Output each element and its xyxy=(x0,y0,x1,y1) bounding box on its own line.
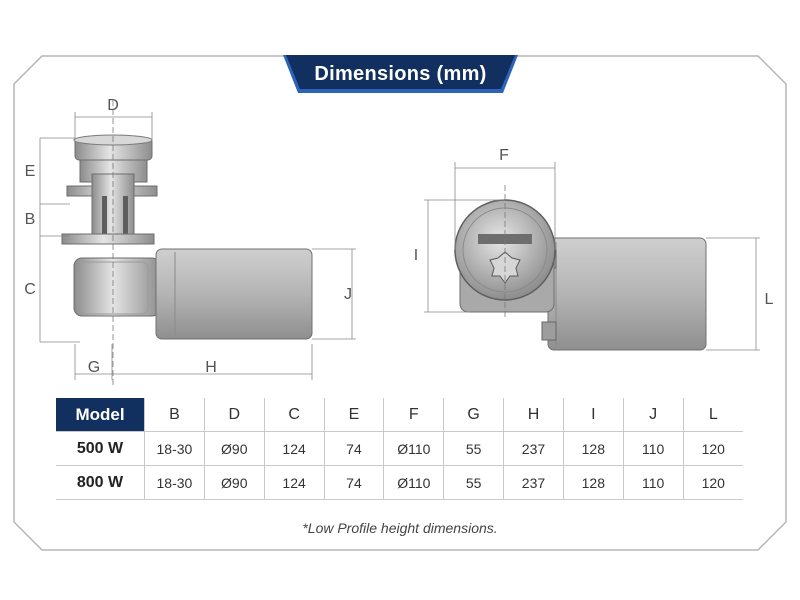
table-cell: 55 xyxy=(443,431,504,466)
table-cell: 18-30 xyxy=(144,465,205,500)
table-cell: 128 xyxy=(562,465,624,500)
table-cell: 74 xyxy=(323,465,384,500)
dimension-label-i: I xyxy=(413,247,419,264)
dimension-label-j: J xyxy=(344,286,352,303)
header-l: L xyxy=(682,398,743,432)
header-b: B xyxy=(144,398,205,432)
table-cell: Ø110 xyxy=(383,431,444,466)
header-h: H xyxy=(503,398,564,432)
table-cell: 55 xyxy=(443,465,504,500)
header-e: E xyxy=(323,398,384,432)
dimension-label-f: F xyxy=(499,147,509,164)
dimension-label-l: L xyxy=(764,291,774,308)
table-cell: Ø90 xyxy=(203,431,265,466)
header-c: C xyxy=(263,398,325,432)
footnote: *Low Profile height dimensions. xyxy=(302,520,498,536)
header-i: I xyxy=(562,398,624,432)
table-cell: 110 xyxy=(622,465,684,500)
table-cell: 124 xyxy=(263,431,325,466)
dimension-label-e: E xyxy=(24,163,36,180)
title-banner xyxy=(283,55,518,93)
dimension-label-h: H xyxy=(205,359,217,376)
table-cell: 110 xyxy=(622,431,684,466)
table-cell: Ø110 xyxy=(383,465,444,500)
row-model: 500 W xyxy=(56,431,145,466)
table-cell: 128 xyxy=(562,431,624,466)
header-model: Model xyxy=(56,398,145,432)
table-cell: 124 xyxy=(263,465,325,500)
table-cell: 74 xyxy=(323,431,384,466)
row-model: 800 W xyxy=(56,465,145,500)
header-g: G xyxy=(443,398,504,432)
dimension-label-g: G xyxy=(87,359,101,376)
table-cell: 18-30 xyxy=(144,431,205,466)
dimension-label-c: C xyxy=(24,281,36,298)
table-cell: 237 xyxy=(503,431,564,466)
table-cell: 120 xyxy=(682,465,743,500)
table-header-row: Model B D C E F G H I J L xyxy=(56,398,743,432)
table-row: 800 W 18-30 Ø90 124 74 Ø110 55 237 128 1… xyxy=(56,465,743,500)
header-j: J xyxy=(622,398,684,432)
dimension-label-d: D xyxy=(107,97,119,114)
header-f: F xyxy=(383,398,444,432)
table-row: 500 W 18-30 Ø90 124 74 Ø110 55 237 128 1… xyxy=(56,431,743,466)
dimensions-table: Model B D C E F G H I J L 500 W 18-30 Ø9… xyxy=(56,398,743,500)
table-cell: 237 xyxy=(503,465,564,500)
header-d: D xyxy=(203,398,265,432)
table-cell: 120 xyxy=(682,431,743,466)
dimension-label-b: B xyxy=(24,211,36,228)
table-cell: Ø90 xyxy=(203,465,265,500)
page-title: Dimensions (mm) xyxy=(314,62,487,85)
